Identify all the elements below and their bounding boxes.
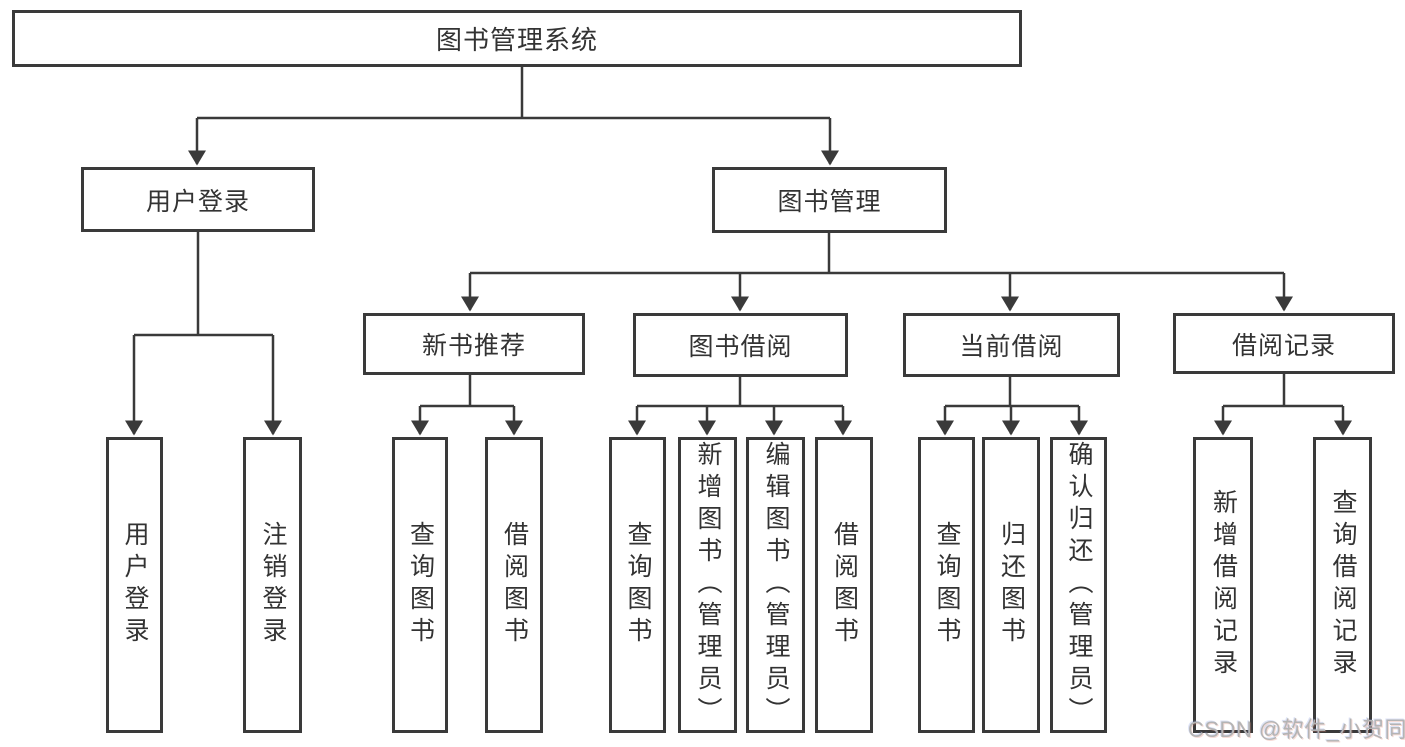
node-new-book-recommend: 新书推荐 [363, 313, 585, 375]
leaf-query-books-1-label: 查询图书 [406, 521, 435, 649]
csdn-watermark: CSDN @软件_小贺同学 [1188, 717, 1405, 742]
leaf-query-books-2: 查询图书 [609, 437, 666, 733]
connector-root-bus [197, 67, 830, 120]
leaf-confirm-return-admin-label: 确认归还（管理员） [1065, 441, 1093, 729]
leaf-confirm-return-admin: 确认归还（管理员） [1050, 437, 1107, 733]
leaf-borrow-books-2-label: 借阅图书 [830, 521, 859, 649]
leaf-return-books-label: 归还图书 [997, 521, 1026, 649]
leaf-logout-login: 注销登录 [243, 437, 302, 733]
connector-book-borrow-bus [637, 377, 843, 408]
leaf-borrow-books-1-label: 借阅图书 [500, 521, 529, 649]
leaf-borrow-books-1: 借阅图书 [485, 437, 543, 733]
leaf-edit-books-admin: 编辑图书（管理员） [746, 437, 805, 733]
leaf-add-books-admin-label: 新增图书（管理员） [694, 441, 722, 729]
leaf-query-books-3-label: 查询图书 [933, 521, 961, 649]
leaf-query-books-1: 查询图书 [392, 437, 448, 733]
connector-new-book-recommend-bus [420, 375, 514, 408]
node-borrow-records: 借阅记录 [1173, 313, 1395, 374]
connector-current-borrow-bus [945, 377, 1079, 408]
connector-borrow-records-bus [1223, 374, 1343, 408]
leaf-add-books-admin: 新增图书（管理员） [678, 437, 737, 733]
leaf-borrow-books-2: 借阅图书 [815, 437, 873, 733]
leaf-edit-books-admin-label: 编辑图书（管理员） [762, 441, 790, 729]
leaf-user-login: 用户登录 [106, 437, 163, 733]
node-user-login: 用户登录 [81, 167, 315, 232]
connector-user-login-bus [134, 232, 273, 337]
leaf-query-borrow-record-label: 查询借阅记录 [1329, 489, 1357, 681]
leaf-add-borrow-record-label: 新增借阅记录 [1209, 489, 1238, 681]
node-root: 图书管理系统 [12, 10, 1022, 67]
leaf-user-login-label: 用户登录 [121, 521, 149, 649]
leaf-add-borrow-record: 新增借阅记录 [1193, 437, 1253, 733]
connector-book-management-bus [470, 233, 1284, 275]
node-book-borrow: 图书借阅 [633, 313, 848, 377]
leaf-query-books-2-label: 查询图书 [624, 521, 652, 649]
leaf-query-borrow-record: 查询借阅记录 [1313, 437, 1372, 733]
leaf-logout-login-label: 注销登录 [259, 521, 287, 649]
leaf-query-books-3: 查询图书 [918, 437, 975, 733]
node-current-borrow: 当前借阅 [903, 313, 1120, 377]
node-book-management: 图书管理 [712, 167, 947, 233]
leaf-return-books: 归还图书 [982, 437, 1040, 733]
